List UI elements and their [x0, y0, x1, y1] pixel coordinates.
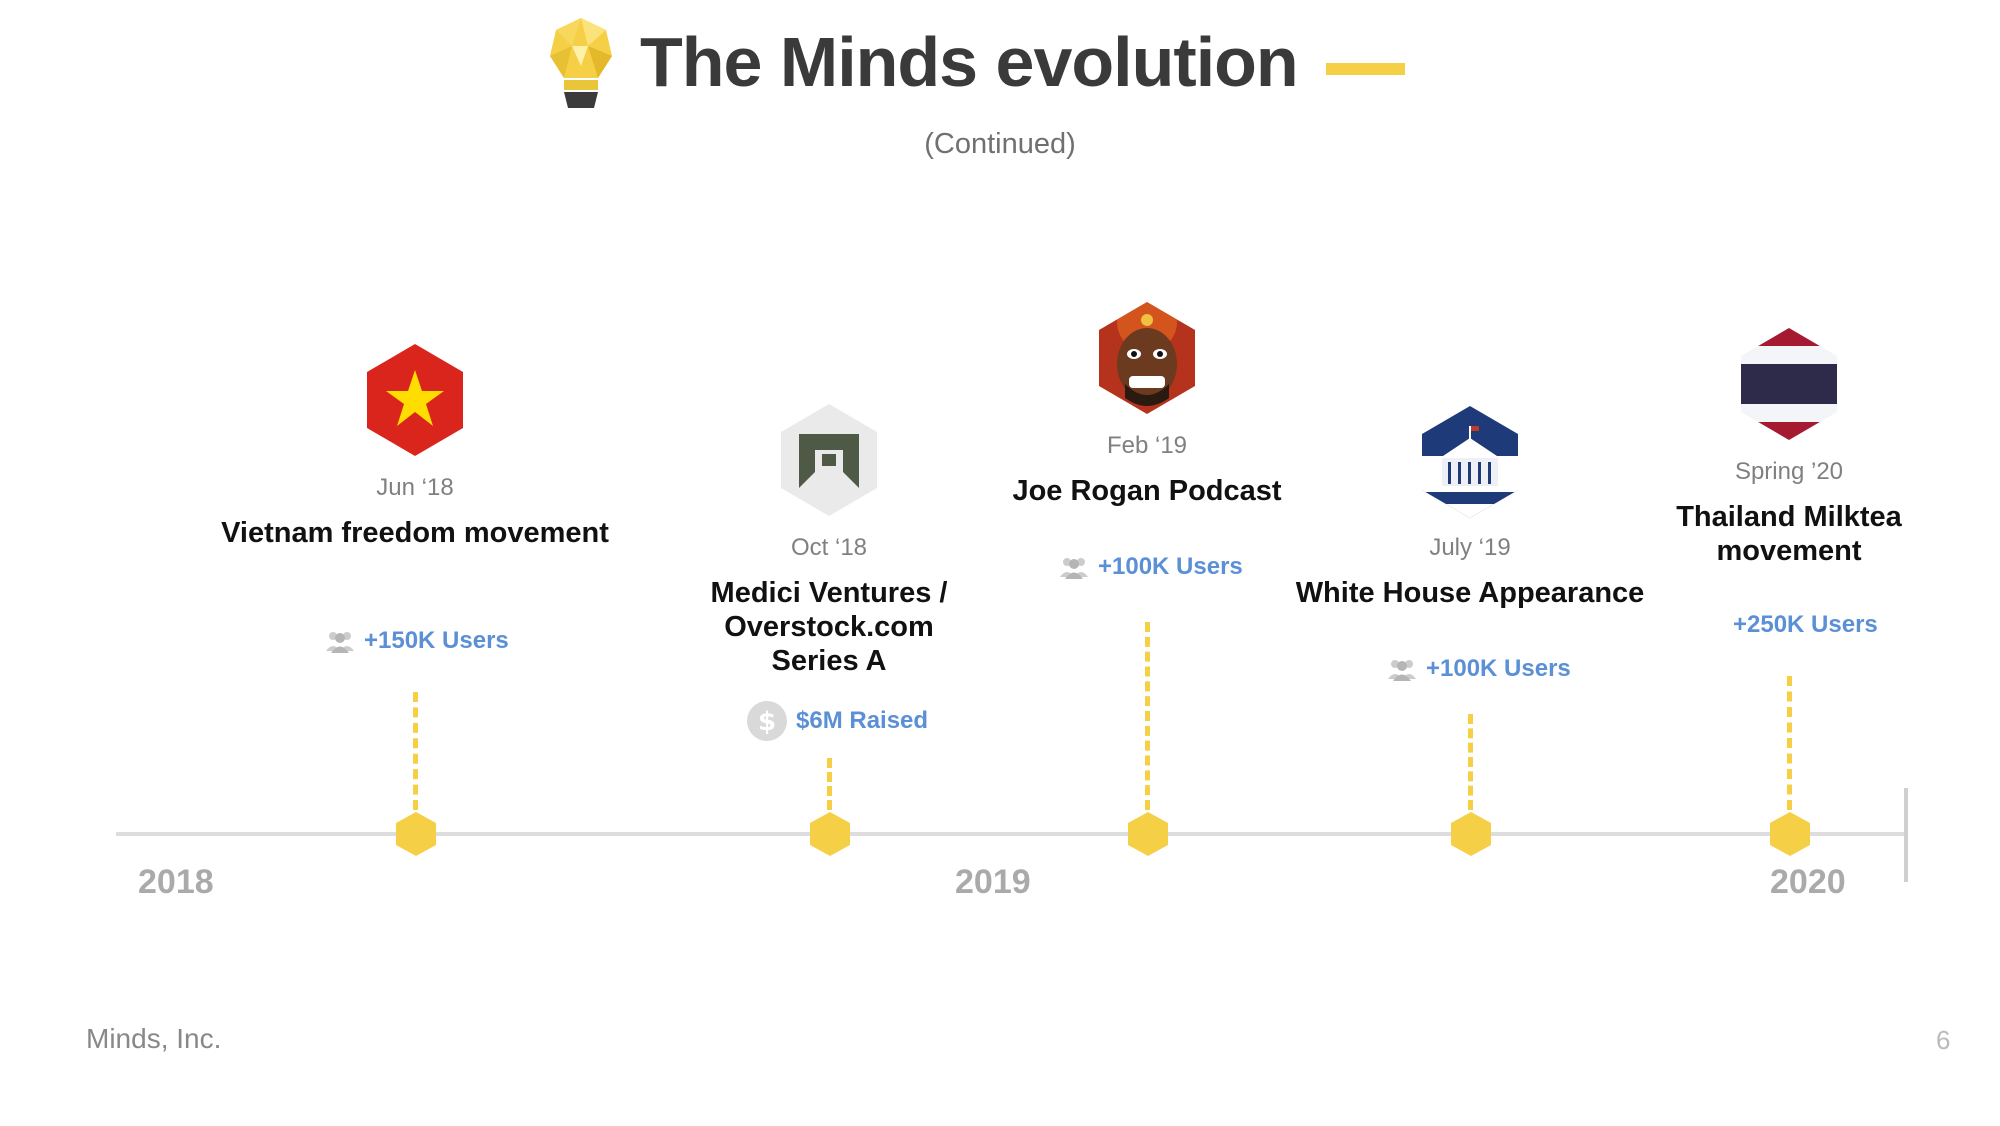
medici-ventures-logo-icon — [781, 404, 877, 516]
event-date: Oct ‘18 — [790, 534, 868, 561]
event-stat: +100K Users — [1058, 552, 1243, 582]
page-number: 6 — [1936, 1025, 1951, 1055]
event-connector — [827, 758, 832, 810]
timeline-node — [810, 812, 850, 856]
timeline-node — [1128, 812, 1168, 856]
vietnam-flag-icon — [367, 344, 463, 456]
lightbulb-icon — [550, 18, 612, 108]
year-label-2020: 2020 — [1770, 863, 1846, 901]
users-icon — [1060, 558, 1088, 579]
event-stat-label: +100K Users — [1098, 553, 1243, 580]
users-icon — [326, 632, 354, 653]
thailand-flag-icon — [1741, 328, 1837, 440]
event-stat-label: +250K Users — [1733, 611, 1878, 638]
users-icon — [1388, 660, 1416, 681]
year-label-2019: 2019 — [955, 863, 1031, 901]
timeline-node — [396, 812, 436, 856]
event-stat: +150K Users — [324, 626, 509, 656]
page-subtitle: (Continued) — [924, 128, 1076, 160]
event-title: Thailand Milktea movement — [1676, 501, 1902, 567]
event-stat: +100K Users — [1386, 654, 1571, 684]
dollar-icon: $ — [747, 701, 787, 741]
footer-company: Minds, Inc. — [86, 1023, 222, 1054]
white-house-seal-icon — [1422, 406, 1518, 518]
event-title: White House Appearance — [1295, 577, 1645, 609]
page-title: The Minds evolution — [640, 23, 1299, 101]
event-connector — [1787, 676, 1792, 810]
event-date: July ‘19 — [1429, 534, 1511, 561]
event-stat: +250K Users — [1733, 610, 1878, 640]
event-stat-label: $6M Raised — [796, 707, 929, 734]
event-date: Spring ’20 — [1734, 458, 1844, 485]
event-connector — [1468, 714, 1473, 810]
event-stat: $ $6M Raised — [746, 700, 928, 742]
event-stat-label: +150K Users — [364, 627, 509, 654]
event-title: Joe Rogan Podcast — [1012, 475, 1282, 507]
timeline-node — [1770, 812, 1810, 856]
event-date: Feb ‘19 — [1106, 432, 1188, 459]
timeline-node — [1451, 812, 1491, 856]
event-title: Vietnam freedom movement — [221, 517, 609, 549]
timeline-end-marker — [1904, 788, 1908, 882]
title-accent-bar — [1326, 63, 1405, 75]
joe-rogan-portrait-icon — [1099, 302, 1195, 414]
svg-text:$: $ — [758, 707, 776, 737]
year-label-2018: 2018 — [138, 863, 214, 901]
event-stat-label: +100K Users — [1426, 655, 1571, 682]
event-connector — [413, 692, 418, 810]
event-date: Jun ‘18 — [376, 474, 454, 501]
event-title: Medici Ventures / Overstock.com Series A — [710, 577, 948, 677]
event-connector — [1145, 622, 1150, 810]
timeline-axis — [116, 832, 1908, 836]
